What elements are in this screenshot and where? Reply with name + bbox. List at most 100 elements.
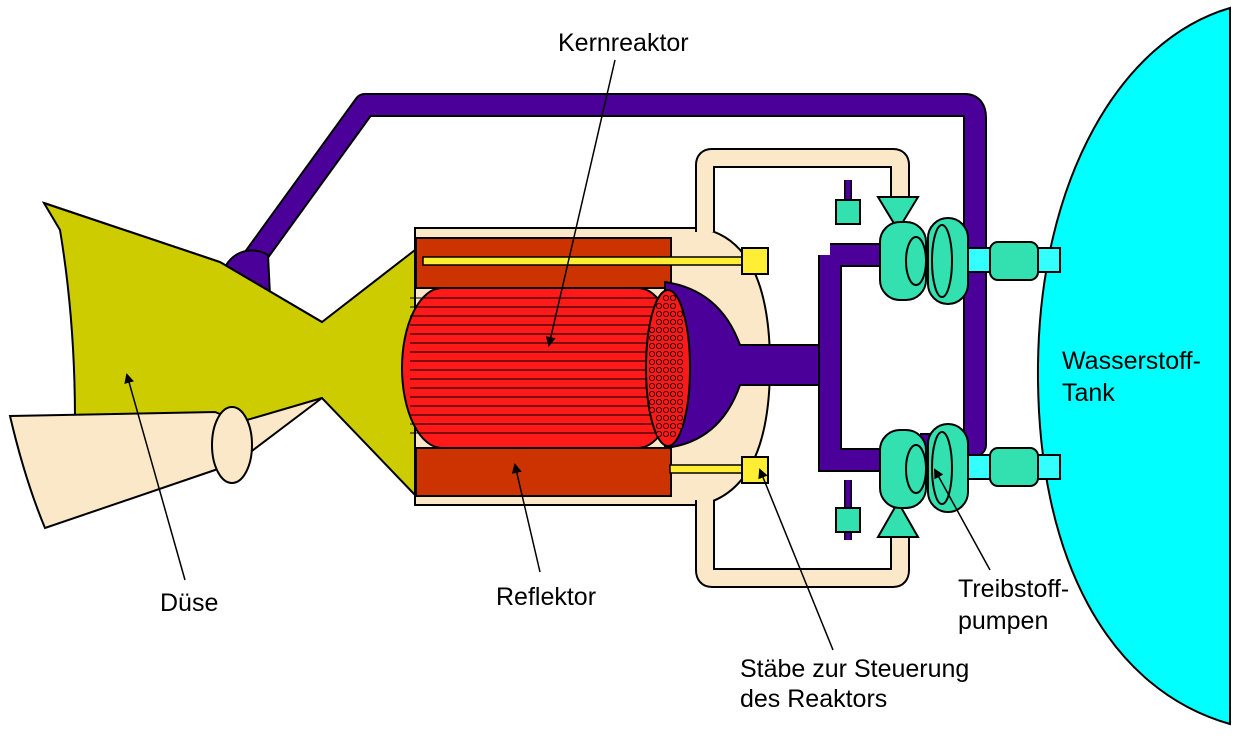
core-hole [670, 326, 677, 333]
callout-duese [124, 373, 186, 581]
core-hole [649, 350, 656, 357]
core-hole [656, 350, 663, 357]
core-hole [677, 414, 684, 421]
core-hole [663, 366, 670, 373]
core-hole [677, 358, 684, 365]
core-hole [677, 310, 684, 317]
label-treibstoff-line2: pumpen [958, 607, 1049, 635]
core-hole [670, 430, 677, 437]
core-hole [663, 318, 670, 325]
core-hole [677, 350, 684, 357]
control-rod-top [422, 256, 746, 266]
core-hole [670, 318, 677, 325]
turbine-top [876, 196, 920, 232]
core-hole [656, 326, 663, 333]
label-tank-line2: Tank [1062, 379, 1115, 407]
core-hole [649, 398, 656, 405]
core-hole [677, 390, 684, 397]
core-hole [670, 342, 677, 349]
callout-reflektor [511, 463, 541, 573]
core-hole [649, 390, 656, 397]
callout-staebe [758, 468, 834, 651]
turbine-bottom [876, 499, 920, 538]
core-hole [670, 390, 677, 397]
turbine-valve-top [835, 199, 861, 225]
core-hole [670, 310, 677, 317]
control-rod-bottom [669, 464, 746, 474]
core-hole [656, 414, 663, 421]
core-hole [670, 374, 677, 381]
core-hole [656, 398, 663, 405]
core-hole [656, 302, 663, 309]
core-hole [656, 334, 663, 341]
bypass-loop-bottom [695, 500, 910, 588]
core-hole [677, 342, 684, 349]
core-hole [649, 342, 656, 349]
core-hole [663, 406, 670, 413]
core-hole [677, 422, 684, 429]
core-hole [656, 406, 663, 413]
core-hole [677, 318, 684, 325]
core-hole [670, 414, 677, 421]
callout-kernreaktor [545, 59, 616, 347]
core-hole [656, 310, 663, 317]
core-hole [677, 374, 684, 381]
label-kernreaktor: Kernreaktor [558, 29, 689, 57]
label-reflektor: Reflektor [496, 583, 597, 611]
core-hole [670, 302, 677, 309]
exhaust-plume [8, 397, 323, 530]
core-hole [663, 302, 670, 309]
core-hole [670, 350, 677, 357]
core-hole [663, 374, 670, 381]
label-tank-line1: Wasserstoff- [1062, 347, 1201, 375]
control-drive-top [741, 247, 769, 275]
core-hole [649, 334, 656, 341]
label-staebe-line2: des Reaktors [740, 685, 888, 713]
plume-ring [211, 406, 253, 484]
bypass-loop-top [695, 148, 910, 232]
core-hole [663, 294, 670, 301]
coupling-bottom [989, 447, 1039, 487]
core-hole [656, 430, 663, 437]
core-hole [670, 366, 677, 373]
core-hole [663, 310, 670, 317]
core-hole [663, 342, 670, 349]
core-hole [670, 382, 677, 389]
core-hole [677, 398, 684, 405]
core-hole [677, 366, 684, 373]
core-hole [677, 326, 684, 333]
label-duese: Düse [160, 589, 219, 617]
core-hole [663, 358, 670, 365]
coupling-top [989, 241, 1039, 281]
core-hole [677, 334, 684, 341]
core-hole [663, 422, 670, 429]
propellant-pump-top [879, 217, 969, 305]
core-hole [670, 358, 677, 365]
core-hole [656, 366, 663, 373]
core-hole [656, 382, 663, 389]
core-hole [663, 414, 670, 421]
core-hole [649, 366, 656, 373]
core-hole [677, 406, 684, 413]
core-hole [670, 294, 677, 301]
hydrogen-tank [1036, 6, 1231, 726]
core-hole [670, 422, 677, 429]
label-treibstoff-line1: Treibstoff- [958, 575, 1070, 603]
core-hole [649, 358, 656, 365]
core-hole [649, 406, 656, 413]
core-hole [663, 398, 670, 405]
reflector-bottom [415, 447, 672, 497]
core-hole [670, 398, 677, 405]
core-hole [649, 374, 656, 381]
turbine-valve-bottom [835, 507, 861, 533]
core-hole [670, 406, 677, 413]
core-hole [663, 390, 670, 397]
core-hole [656, 318, 663, 325]
core-hole [663, 334, 670, 341]
core-hole [663, 382, 670, 389]
core-hole [656, 342, 663, 349]
core-hole [663, 326, 670, 333]
core-hole [677, 382, 684, 389]
